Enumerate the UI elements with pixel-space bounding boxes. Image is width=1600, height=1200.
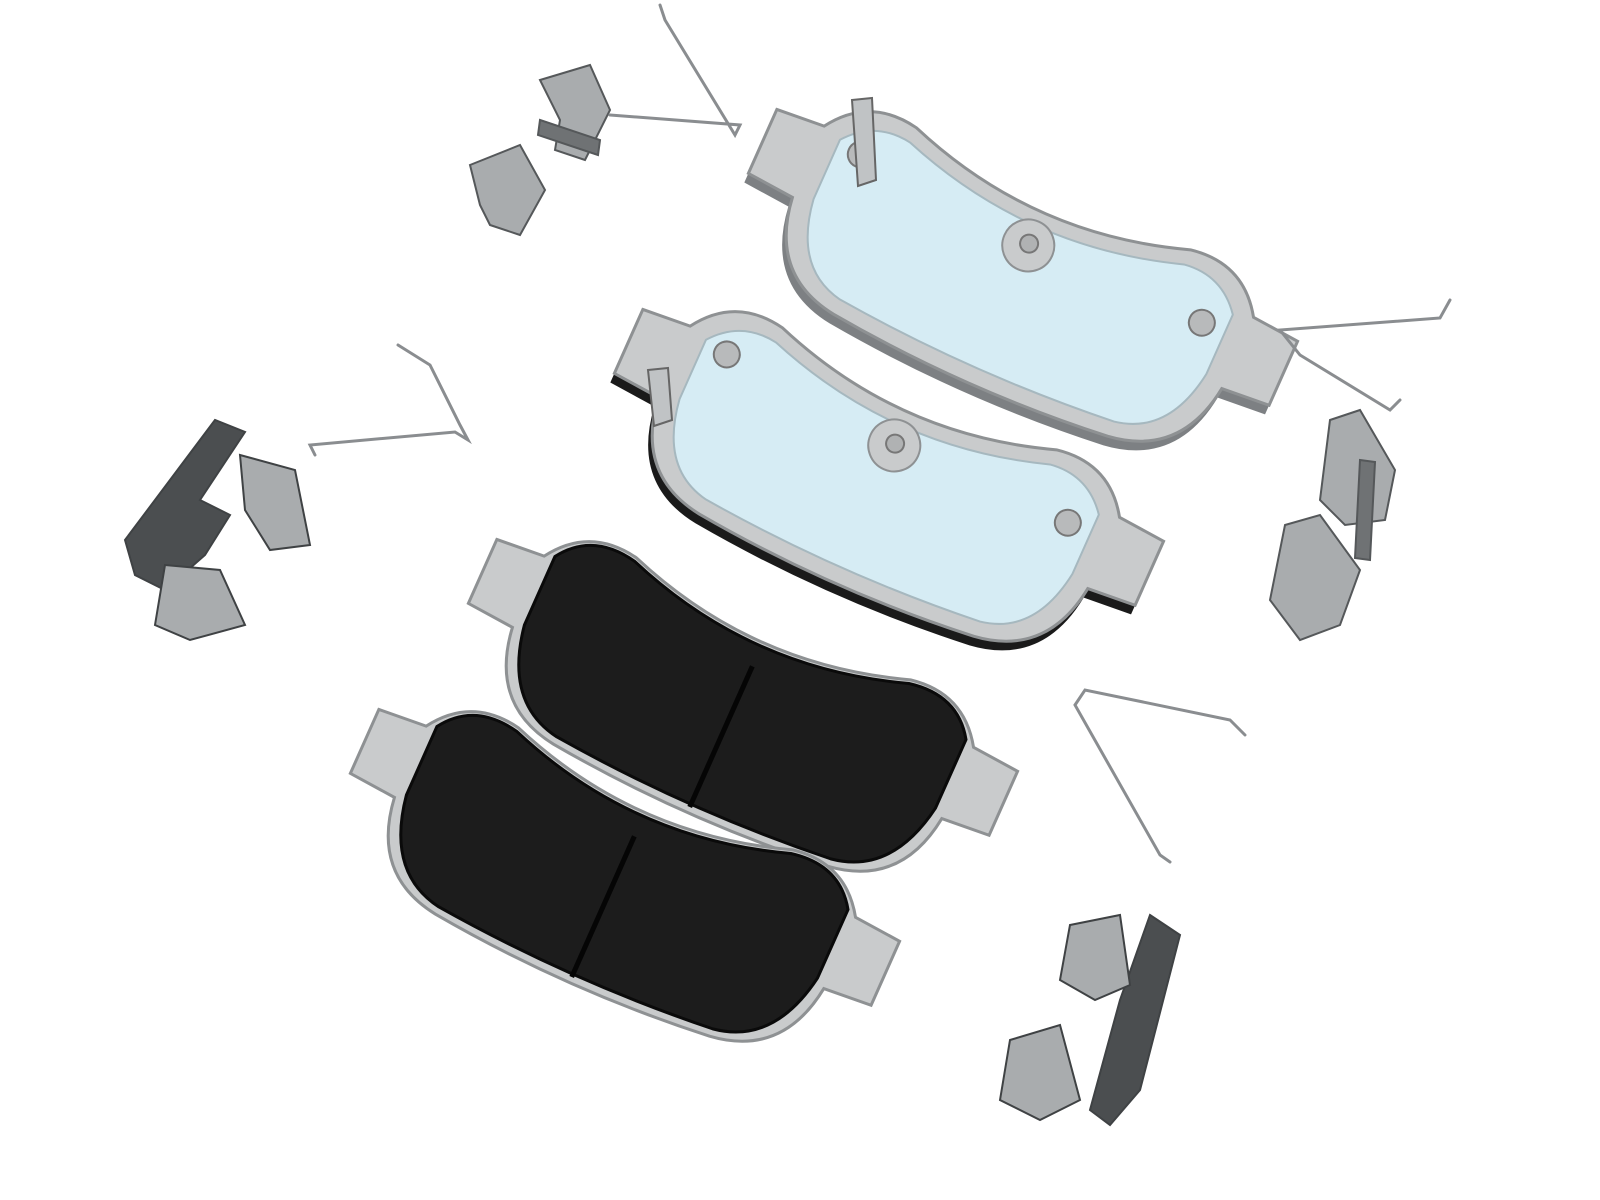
abutment-clip-top-left — [468, 63, 612, 237]
anti-rattle-spring — [307, 3, 1452, 864]
brake-pad-friction-2 — [307, 669, 919, 1100]
abutment-clip-bottom-right — [998, 913, 1182, 1127]
brake-pad-back-1 — [702, 69, 1317, 508]
wear-sensor-tab — [646, 366, 674, 428]
brake-pad-back-2 — [568, 269, 1183, 708]
abutment-clip-right — [1268, 408, 1397, 642]
brake-pad-friction-1 — [425, 499, 1037, 930]
wear-sensor-tab — [850, 96, 878, 188]
abutment-clip-left — [123, 418, 312, 642]
